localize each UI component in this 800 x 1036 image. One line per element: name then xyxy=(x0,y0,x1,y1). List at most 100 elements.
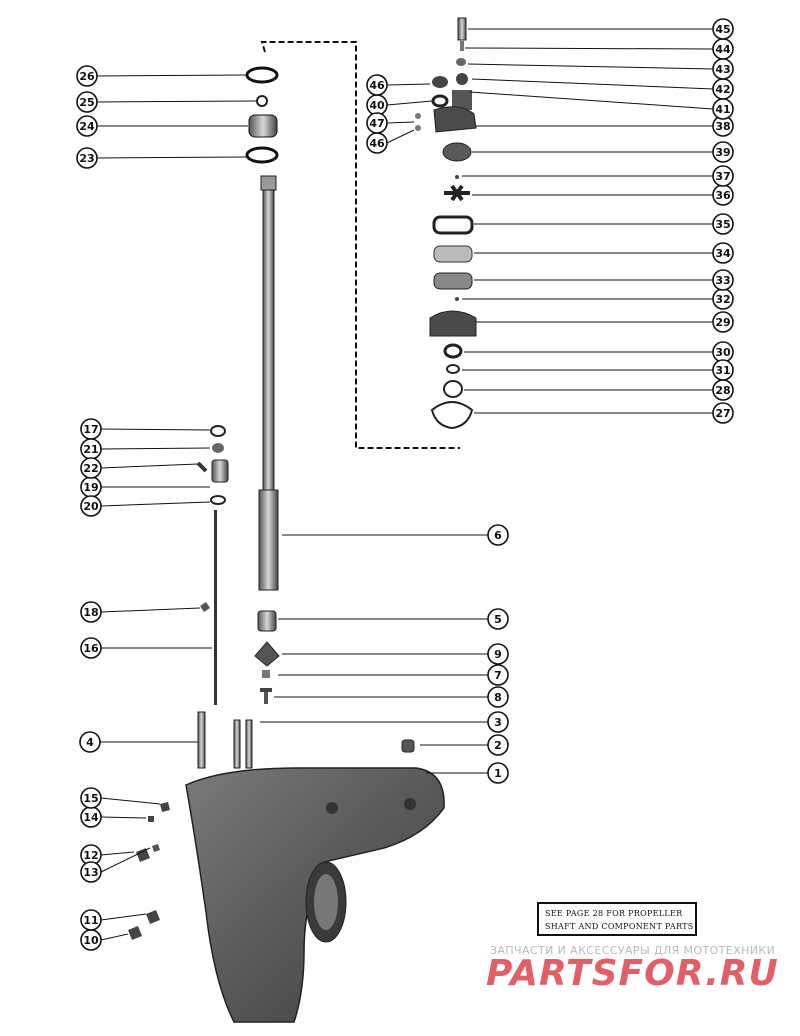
callout-circle xyxy=(487,686,509,708)
callout-number: 44 xyxy=(715,43,731,56)
callout-number: 23 xyxy=(79,152,94,165)
callout-number: 21 xyxy=(83,443,98,456)
callout-41: 41 xyxy=(469,91,734,120)
leader-line xyxy=(96,156,247,159)
callout-46: 46 xyxy=(366,74,431,96)
callout-circle xyxy=(76,115,98,137)
callout-number: 14 xyxy=(83,811,99,824)
callout-19: 19 xyxy=(80,476,210,498)
callout-9: 9 xyxy=(282,643,509,665)
callout-5: 5 xyxy=(278,608,509,630)
callout-number: 17 xyxy=(83,423,98,436)
callout-16: 16 xyxy=(80,637,212,659)
callout-circle xyxy=(76,91,98,113)
callout-number: 33 xyxy=(715,274,730,287)
callout-number: 12 xyxy=(83,849,98,862)
callout-number: 43 xyxy=(715,63,730,76)
leader-line xyxy=(100,447,211,450)
callout-17: 17 xyxy=(80,418,211,440)
callout-number: 26 xyxy=(79,70,95,83)
callout-number: 3 xyxy=(494,716,502,729)
callout-circle xyxy=(76,147,98,169)
callout-1: 1 xyxy=(426,762,509,784)
callout-40: 40 xyxy=(366,94,433,116)
callout-number: 46 xyxy=(369,79,385,92)
water-pump-parts xyxy=(415,17,477,430)
leader-line xyxy=(100,933,129,941)
callout-circle xyxy=(487,711,509,733)
callout-circle xyxy=(487,734,509,756)
callout-24: 24 xyxy=(76,115,248,137)
callout-circle xyxy=(487,524,509,546)
callout-26: 26 xyxy=(76,65,247,87)
callout-number: 20 xyxy=(83,500,99,513)
callout-28: 28 xyxy=(464,379,734,401)
callout-20: 20 xyxy=(80,495,211,517)
callout-number: 30 xyxy=(715,346,731,359)
note-line-1: SEE PAGE 28 FOR PROPELLER xyxy=(545,909,683,918)
leader-line xyxy=(386,129,415,144)
callout-circle xyxy=(80,601,102,623)
callout-number: 7 xyxy=(494,669,502,682)
callout-circle xyxy=(79,731,101,753)
callout-number: 22 xyxy=(83,462,98,475)
callout-46: 46 xyxy=(366,129,415,154)
callout-number: 9 xyxy=(494,648,502,661)
callout-circle xyxy=(712,311,734,333)
callout-number: 5 xyxy=(494,613,502,626)
callout-number: 11 xyxy=(83,914,98,927)
pinion-gear-parts xyxy=(254,610,280,704)
callout-circle xyxy=(712,213,734,235)
callout-25: 25 xyxy=(76,91,257,113)
callout-43: 43 xyxy=(467,58,734,80)
callout-number: 24 xyxy=(79,120,95,133)
callout-number: 8 xyxy=(494,691,502,704)
leader-line xyxy=(464,47,714,50)
callout-34: 34 xyxy=(474,242,734,264)
callout-number: 25 xyxy=(79,96,94,109)
callout-circle xyxy=(76,65,98,87)
callout-number: 32 xyxy=(715,293,730,306)
callout-number: 16 xyxy=(83,642,99,655)
callout-14: 14 xyxy=(80,806,147,828)
callout-31: 31 xyxy=(462,359,734,381)
callout-number: 35 xyxy=(715,218,730,231)
callout-12: 12 xyxy=(80,844,135,866)
leader-line xyxy=(96,100,257,103)
callout-2: 2 xyxy=(420,734,509,756)
callout-35: 35 xyxy=(474,213,734,235)
callout-circle xyxy=(80,495,102,517)
callout-circle xyxy=(80,909,102,931)
gear-housing xyxy=(128,767,445,1023)
leader-line xyxy=(386,121,415,124)
callout-labels: 1234567891011121314151617181920212223242… xyxy=(76,18,734,951)
callout-37: 37 xyxy=(462,165,734,187)
callout-circle xyxy=(712,402,734,424)
callout-39: 39 xyxy=(472,141,734,163)
callout-circle xyxy=(712,269,734,291)
leader-line xyxy=(386,100,433,106)
watermark-logo: PARTSFOR.RU xyxy=(486,953,779,994)
callout-circle xyxy=(487,608,509,630)
callout-30: 30 xyxy=(464,341,734,363)
leader-line xyxy=(469,91,714,110)
callout-number: 27 xyxy=(715,407,730,420)
callout-number: 34 xyxy=(715,247,731,260)
callout-number: 38 xyxy=(715,120,730,133)
callout-circle xyxy=(712,141,734,163)
callout-number: 37 xyxy=(715,170,730,183)
callout-number: 39 xyxy=(715,146,730,159)
callout-11: 11 xyxy=(80,909,147,931)
callout-number: 47 xyxy=(369,117,384,130)
leader-line xyxy=(386,83,431,86)
callout-22: 22 xyxy=(80,457,199,479)
leader-line xyxy=(100,501,211,507)
callout-36: 36 xyxy=(472,184,734,206)
leader-line xyxy=(100,463,199,469)
callout-circle xyxy=(80,457,102,479)
leader-line xyxy=(467,63,714,70)
callout-number: 1 xyxy=(494,767,502,780)
callout-number: 40 xyxy=(369,99,385,112)
